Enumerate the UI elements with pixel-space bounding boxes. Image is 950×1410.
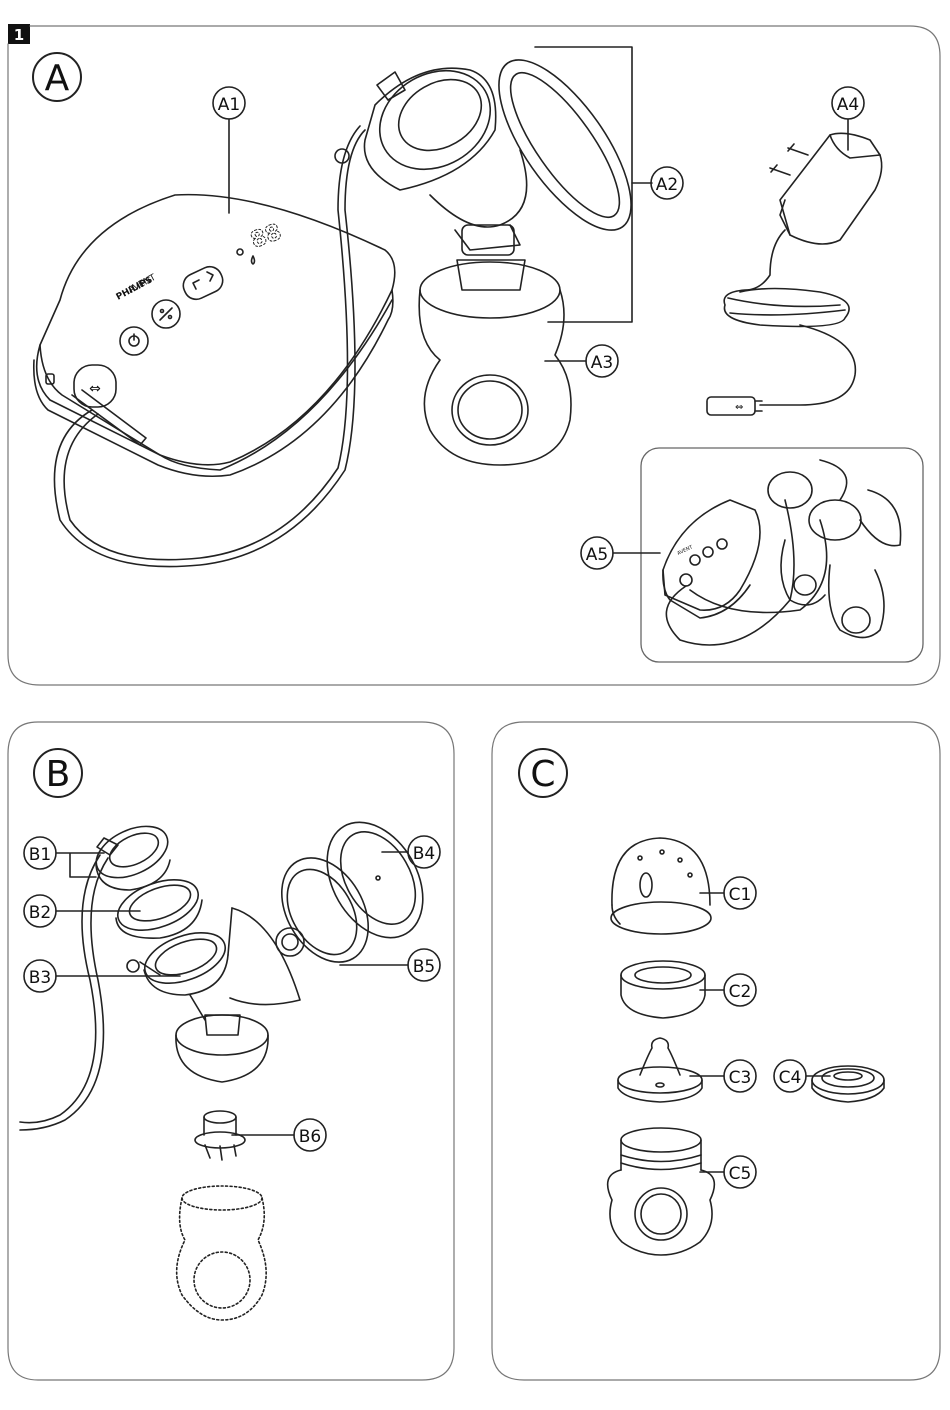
callout-b4: B4 [382, 836, 440, 868]
callout-a1: A1 [213, 87, 245, 213]
svg-text:B5: B5 [413, 957, 435, 977]
breast-pump-kit [335, 40, 655, 465]
callout-a2: A2 [651, 167, 683, 199]
svg-text:A1: A1 [218, 95, 240, 115]
callout-c4: C4 [774, 1060, 830, 1092]
panel-b-frame [8, 722, 454, 1380]
panel-letter-c: C [530, 754, 555, 795]
panel-letter-b: B [46, 754, 71, 795]
callout-c3: C3 [690, 1060, 756, 1092]
svg-text:C4: C4 [779, 1068, 802, 1088]
level-buttons [179, 263, 226, 303]
mode-button [152, 300, 180, 328]
power-adapter: ⇔ [707, 133, 882, 415]
callout-a3: A3 [545, 345, 618, 377]
svg-text:C5: C5 [729, 1164, 752, 1184]
double-pump-inset: AVENT [641, 448, 923, 662]
figure-number: 1 [14, 26, 24, 44]
svg-text:B2: B2 [29, 903, 51, 923]
svg-text:⇔: ⇔ [89, 381, 101, 397]
panel-a-letter: A [33, 53, 81, 101]
svg-text:B3: B3 [29, 968, 51, 988]
svg-text:A2: A2 [656, 175, 678, 195]
svg-text:B1: B1 [29, 845, 51, 865]
panel-letter-a: A [45, 58, 70, 99]
svg-text:B6: B6 [299, 1127, 321, 1147]
panel-c-frame [492, 722, 940, 1380]
power-button [120, 327, 148, 355]
exploded-pump-parts [20, 805, 442, 1320]
svg-text:A4: A4 [837, 95, 859, 115]
svg-text:⇔: ⇔ [735, 402, 743, 413]
callout-a5: A5 [581, 537, 660, 569]
callout-b3: B3 [24, 960, 180, 992]
panel-a-frame [8, 26, 940, 685]
svg-text:A3: A3 [591, 353, 613, 373]
svg-text:B4: B4 [413, 844, 435, 864]
svg-text:C1: C1 [729, 885, 752, 905]
callout-c2: C2 [700, 974, 756, 1006]
callout-b5: B5 [340, 949, 440, 981]
figure-number-badge: 1 [8, 24, 30, 44]
panel-c-letter: C [519, 749, 567, 797]
svg-text:A5: A5 [586, 545, 608, 565]
digit-display: 88 [248, 220, 285, 254]
inset-brand: AVENT [676, 544, 694, 557]
callout-b6: B6 [232, 1119, 326, 1151]
panel-b-letter: B [34, 749, 82, 797]
pump-tube-inner [64, 126, 360, 560]
svg-text:C3: C3 [729, 1068, 752, 1088]
svg-text:C2: C2 [729, 982, 752, 1002]
callout-a4: A4 [832, 87, 864, 150]
callout-c5: C5 [700, 1156, 756, 1188]
